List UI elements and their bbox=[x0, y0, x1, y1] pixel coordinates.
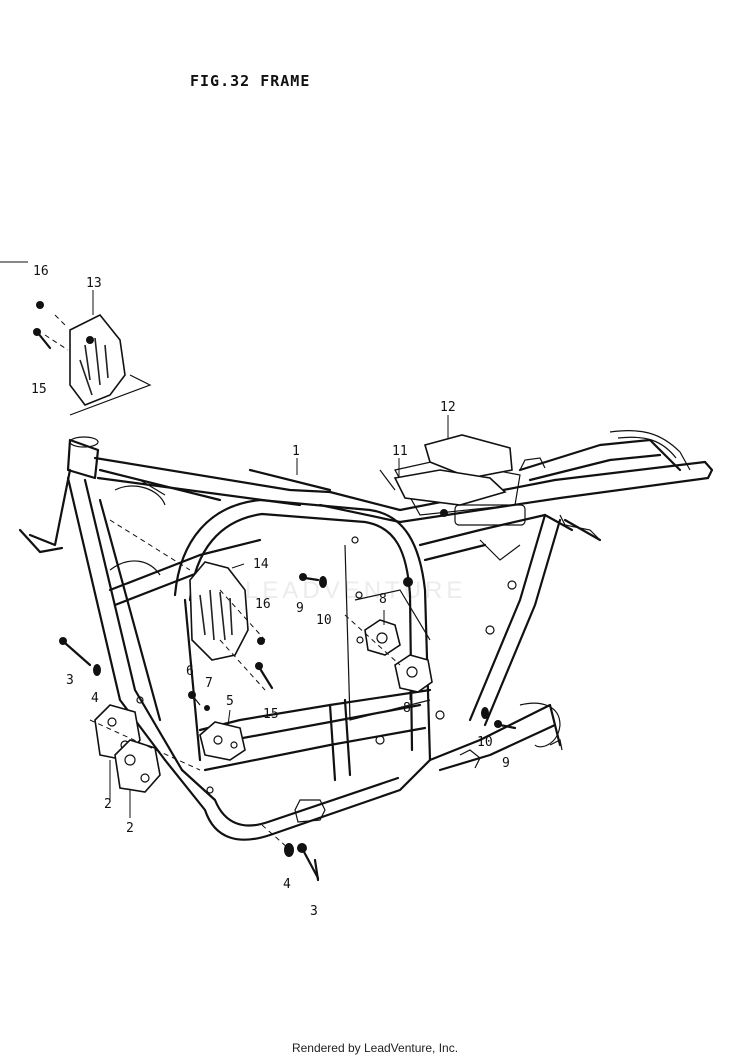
callout-12: 12 bbox=[440, 400, 456, 415]
callout-13: 13 bbox=[86, 276, 102, 291]
callout-4: 4 bbox=[283, 877, 291, 892]
fasteners bbox=[33, 301, 517, 882]
callout-15: 15 bbox=[263, 707, 279, 722]
callout-6: 6 bbox=[186, 664, 194, 679]
callout-16: 16 bbox=[33, 264, 49, 279]
mount-plate-5 bbox=[199, 721, 246, 761]
callout-10: 10 bbox=[316, 613, 332, 628]
callout-15: 15 bbox=[31, 382, 47, 397]
callout-9: 9 bbox=[296, 601, 304, 616]
callout-10: 10 bbox=[477, 735, 493, 750]
callout-9: 9 bbox=[502, 756, 510, 771]
figure-title: FIG.32 FRAME bbox=[190, 72, 311, 90]
engine-mount-plates-8 bbox=[344, 614, 433, 693]
callout-4: 4 bbox=[91, 691, 99, 706]
callout-7: 7 bbox=[205, 676, 213, 691]
main-frame bbox=[18, 430, 714, 841]
callout-labels: 1 2 2 3 3 4 4 5 6 7 8 8 9 9 10 10 11 12 … bbox=[31, 264, 510, 919]
callout-2: 2 bbox=[104, 797, 112, 812]
side-cover-13 bbox=[44, 313, 152, 416]
callout-3: 3 bbox=[310, 904, 318, 919]
leader-lines bbox=[0, 261, 449, 818]
callout-1: 1 bbox=[292, 444, 300, 459]
callout-8: 8 bbox=[403, 701, 411, 716]
side-cover-14 bbox=[109, 519, 266, 691]
callout-3: 3 bbox=[66, 673, 74, 688]
footer-credit: Rendered by LeadVenture, Inc. bbox=[291, 1041, 459, 1055]
battery-cover-12-11 bbox=[379, 434, 513, 506]
callout-16: 16 bbox=[255, 597, 271, 612]
callout-14: 14 bbox=[253, 557, 269, 572]
callout-2: 2 bbox=[126, 821, 134, 836]
callout-8: 8 bbox=[379, 592, 387, 607]
callout-11: 11 bbox=[392, 444, 408, 459]
callout-5: 5 bbox=[226, 694, 234, 709]
engine-mount-plates-2 bbox=[89, 704, 201, 793]
